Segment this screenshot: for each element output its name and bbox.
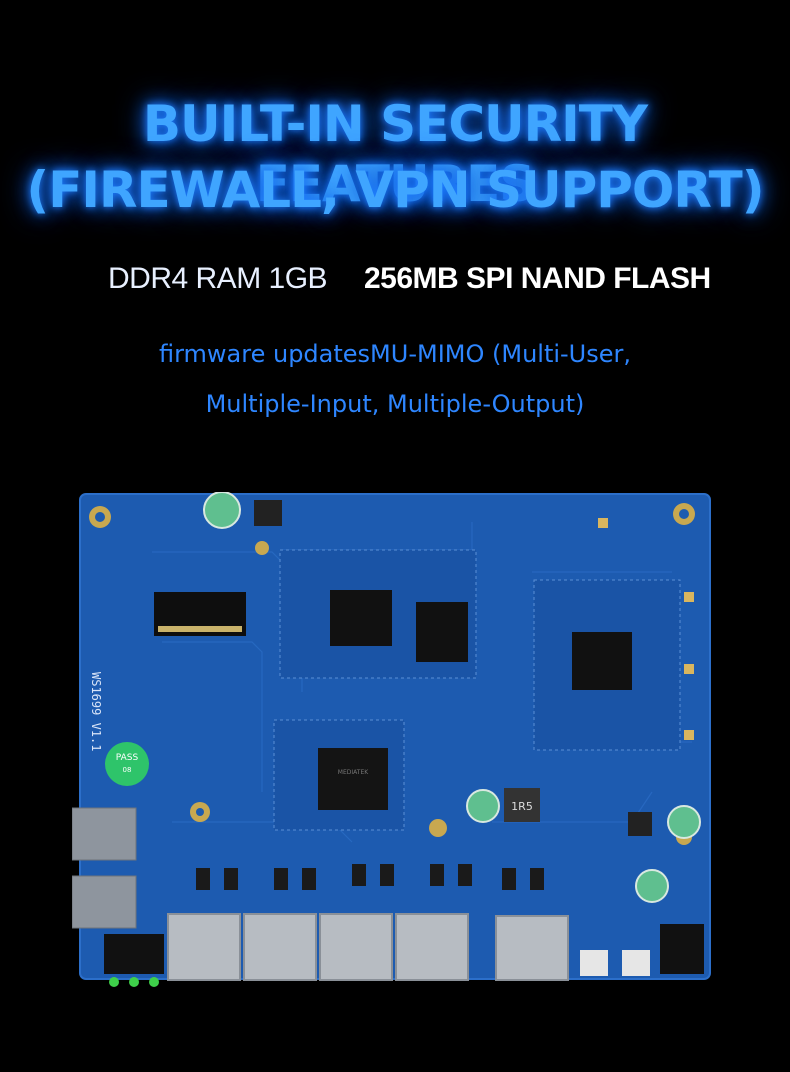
chip-switch [318,748,388,810]
sfp-cage-top [72,807,137,861]
component-row [196,864,544,890]
svg-text:1R5: 1R5 [511,800,533,813]
feature-line-1: firmware updatesMU-MIMO (Multi-User, [158,340,632,368]
led-header [104,934,164,974]
sfp-cage-bottom [72,875,137,929]
wps-button [622,950,650,976]
chip-ram [416,602,468,662]
inductor-1r5 [504,788,540,822]
antenna-pads [598,518,694,740]
router-board-image: MEDIATEK 1R5 PASS 08 WS1699 V1.1 [72,492,711,987]
qc-pass-sticker [105,742,149,786]
svg-text:08: 08 [123,766,132,774]
chip-brand-label: MEDIATEK [338,769,369,776]
reset-button [580,950,608,976]
inductor [254,500,282,526]
chip-cpu [330,590,392,646]
dc-power-jack [660,924,704,974]
model-silkscreen: WS1699 V1.1 [89,672,103,751]
svg-text:PASS: PASS [116,753,139,763]
spec-flash: 256MB SPI NAND FLASH [364,262,711,295]
ethernet-ports [167,913,569,981]
headline-line-1: BUILT-IN SECURITY FEATURES [142,95,648,213]
feature-line-2: Multiple-Input, Multiple-Output) [205,390,585,418]
spec-ram: DDR4 RAM 1GB [108,262,328,295]
headline-line-2: (FIREWALL, VPN SUPPORT) [26,161,764,219]
chip-wifi [572,632,632,690]
capacitors [203,492,701,903]
